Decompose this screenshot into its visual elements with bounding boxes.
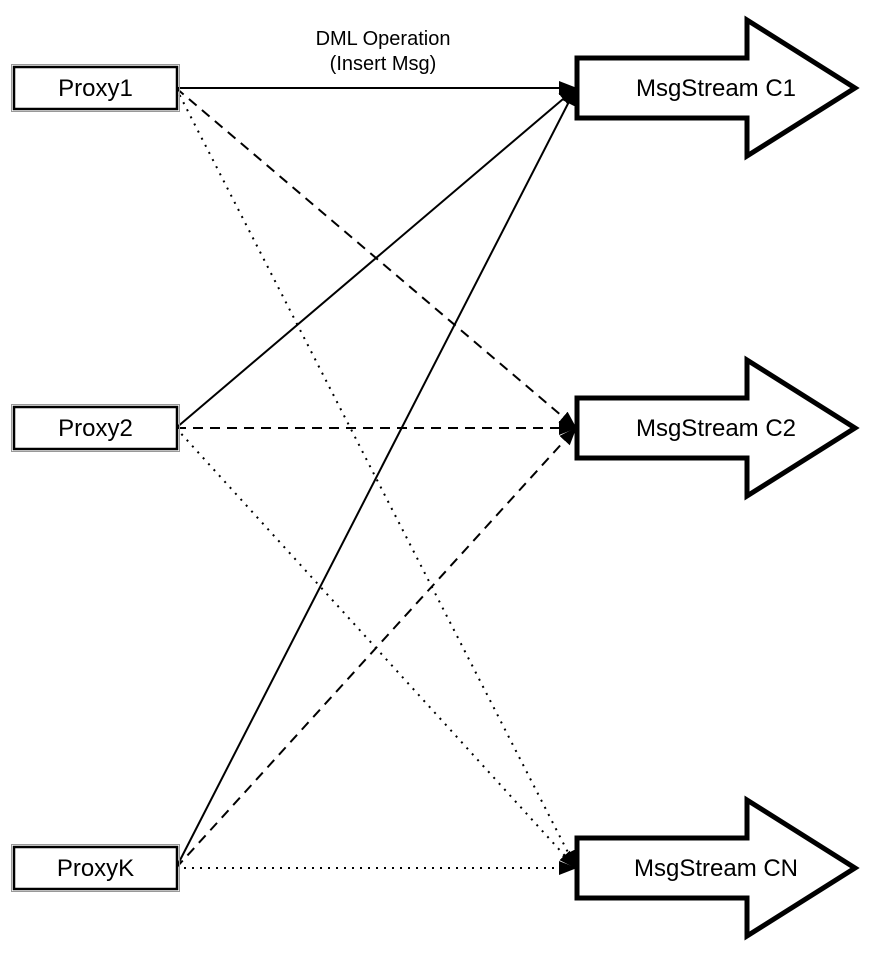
proxy-label: Proxy1	[58, 75, 133, 102]
proxy-box-outline	[11, 404, 180, 452]
title-label: DML Operation (Insert Msg)	[316, 28, 451, 75]
msgstream-label: MsgStream C2	[636, 415, 796, 442]
msgstream-node: MsgStream C2	[574, 355, 860, 501]
proxy-box	[12, 65, 179, 111]
proxy-node: Proxy1	[11, 64, 180, 112]
msgstream-label: MsgStream CN	[634, 855, 798, 882]
proxy-node: ProxyK	[11, 844, 180, 892]
msgstream-label: MsgStream C1	[636, 75, 796, 102]
edges-layer	[175, 81, 577, 875]
msgstream-arrow-shape	[574, 795, 860, 941]
msgstream-arrow-shape	[574, 355, 860, 501]
edge-line	[175, 87, 577, 429]
proxy-label: ProxyK	[57, 855, 134, 882]
edge-line	[175, 87, 577, 869]
msgstream-node: MsgStream C1	[574, 15, 860, 161]
msgstream-arrow-shape	[574, 15, 860, 161]
proxy-box	[12, 405, 179, 451]
edge-line	[175, 427, 577, 869]
proxy-box	[12, 845, 179, 891]
proxy-box-outline	[11, 844, 180, 892]
title-line1: DML Operation	[316, 28, 451, 50]
proxy-label: Proxy2	[58, 415, 133, 442]
proxy-box-outline	[11, 64, 180, 112]
proxy-node: Proxy2	[11, 404, 180, 452]
msgstream-node: MsgStream CN	[574, 795, 860, 941]
title-line2: (Insert Msg)	[330, 53, 437, 75]
